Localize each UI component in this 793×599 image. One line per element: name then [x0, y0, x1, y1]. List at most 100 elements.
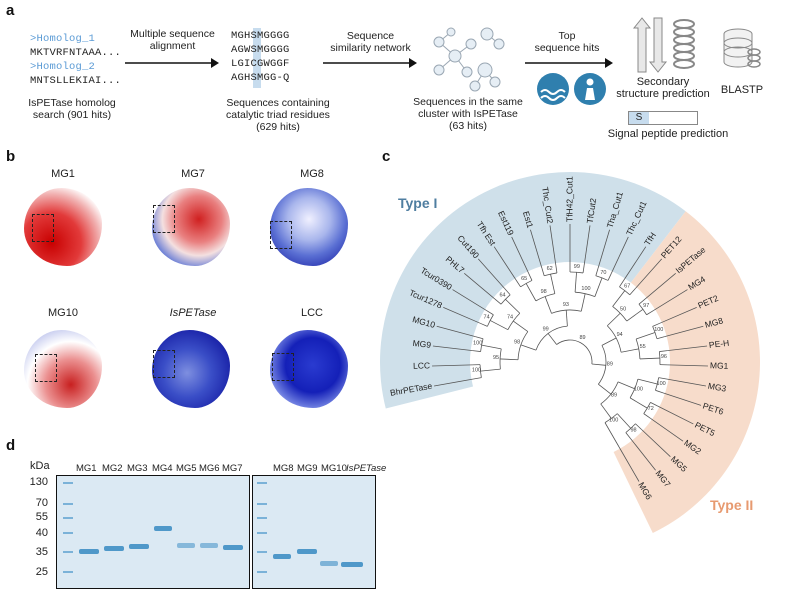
blastp-icon	[723, 28, 761, 68]
lane-mg3: MG3	[127, 463, 148, 474]
band-mg6	[200, 543, 218, 548]
panel-c-label: c	[382, 148, 391, 165]
marker-35: 35	[35, 546, 48, 558]
leaf-label: MG8	[704, 315, 725, 329]
structure-label-mg10: MG10	[48, 307, 78, 319]
leaf-branch	[667, 364, 708, 367]
band-mg7	[223, 545, 243, 550]
bootstrap-value: 72	[648, 406, 654, 412]
gel-2	[252, 475, 376, 589]
ssn-label: Sequence similarity network	[330, 30, 411, 54]
lane-mg2: MG2	[102, 463, 123, 474]
type2-band	[613, 211, 761, 534]
tree-branch	[582, 264, 585, 274]
tree-arc	[619, 286, 631, 296]
cluster-caption: Sequences in the same cluster with IsPET…	[413, 96, 523, 132]
surface-mg7	[152, 188, 230, 266]
leaf-branch	[452, 289, 487, 311]
bootstrap-value: 93	[563, 302, 569, 308]
aligned-seq-4: AGHSMGG-Q	[231, 72, 290, 84]
marker-25: 25	[35, 566, 48, 578]
tree-arc	[595, 275, 609, 281]
bootstrap-value: 65	[521, 276, 527, 282]
surface-mg10	[24, 330, 102, 408]
aligned-seq-3: LGICGWGGF	[231, 58, 290, 70]
bootstrap-value: 100	[472, 368, 481, 374]
tree-branch	[655, 389, 664, 394]
tree-branch	[528, 273, 533, 281]
leaf-branch	[611, 236, 629, 274]
band-mg10	[320, 561, 338, 566]
bootstrap-value: 100	[473, 340, 482, 346]
homolog2-seq: MNTSLLEKIAI...	[30, 75, 122, 87]
band-mg1	[79, 549, 99, 554]
tree-branch	[616, 413, 632, 429]
bootstrap-value: 89	[611, 393, 617, 399]
leaf-branch	[644, 272, 676, 300]
bootstrap-value: 64	[500, 293, 506, 299]
tree-branch	[574, 272, 577, 293]
surface-ispetase	[152, 330, 230, 408]
active-site-box-lcc	[272, 353, 294, 381]
leaf-branch	[464, 272, 496, 300]
tree-branch	[472, 350, 481, 352]
tree-branch	[550, 274, 556, 294]
bootstrap-value: 98	[541, 289, 547, 295]
tree-branch	[600, 403, 612, 419]
leaf-label: LCC	[413, 360, 430, 370]
lane-mg5: MG5	[176, 463, 197, 474]
lane-mg4: MG4	[152, 463, 173, 474]
lane-mg8: MG8	[273, 463, 294, 474]
tree-branch	[626, 308, 644, 322]
tree-branch	[604, 422, 620, 448]
tree-branch	[619, 279, 625, 288]
leaf-branch	[662, 392, 702, 406]
tree-branch	[650, 402, 658, 407]
tree-branch	[591, 363, 606, 366]
bootstrap-value: 96	[661, 354, 667, 360]
leaf-branch	[432, 345, 473, 352]
tree-branch	[629, 397, 648, 409]
homolog2-header: >Homolog_2	[30, 61, 96, 73]
bootstrap-value: 95	[493, 355, 499, 361]
aligned-seq-2: AGWSMGGGG	[231, 44, 290, 56]
tree-branch	[637, 378, 658, 385]
bootstrap-value: 50	[620, 306, 626, 312]
tree-arc	[625, 423, 636, 433]
tree-branch	[505, 299, 521, 314]
tree-branch	[607, 273, 612, 281]
bootstrap-value: 94	[617, 332, 623, 338]
bootstrap-value: 62	[547, 266, 553, 272]
active-site-box-mg7	[153, 205, 175, 233]
tree-branch	[541, 268, 545, 276]
signal-segment: S	[629, 112, 649, 124]
lane-mg7: MG7	[222, 463, 243, 474]
aligned-seq-1: MGHSMGGGG	[231, 30, 290, 42]
leaf-branch	[434, 378, 474, 387]
leaf-branch	[641, 428, 671, 457]
tree-arc	[655, 377, 660, 391]
panel-d-label: d	[6, 437, 16, 454]
tree-branch	[580, 293, 586, 312]
marker-40: 40	[35, 527, 48, 539]
leaf-branch	[432, 364, 473, 367]
human-icon	[574, 73, 606, 105]
leaf-label: Est1	[521, 210, 536, 229]
secondary-structure-icon	[632, 17, 695, 73]
tree-branch	[625, 432, 632, 440]
lane-mg6: MG6	[199, 463, 220, 474]
surface-mg1	[24, 188, 102, 266]
tree-arc	[535, 293, 555, 302]
network-icon	[433, 27, 505, 92]
signal-peptide-bar: S	[628, 111, 698, 125]
structure-label-mg1: MG1	[51, 168, 75, 180]
leaf-branch	[634, 258, 663, 290]
leaf-branch	[618, 446, 640, 482]
triad-caption: Sequences containing catalytic triad res…	[226, 97, 330, 133]
surface-mg8	[270, 188, 348, 266]
leaf-branch	[597, 229, 610, 269]
tree-branch	[547, 333, 557, 345]
surface-lcc	[270, 330, 348, 408]
marker-55: 55	[35, 511, 48, 523]
tree-branch	[594, 277, 603, 297]
